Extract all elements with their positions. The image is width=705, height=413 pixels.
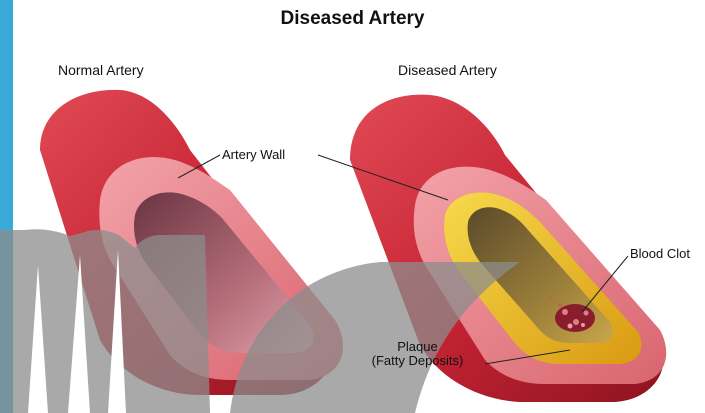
diagram-title: Diseased Artery — [0, 8, 705, 30]
plaque-callout-line1: Plaque — [355, 340, 480, 354]
plaque-callout: Plaque (Fatty Deposits) — [355, 340, 480, 368]
normal-artery-label: Normal Artery — [58, 62, 144, 78]
diseased-artery-label: Diseased Artery — [398, 62, 497, 78]
plaque-callout-line2: (Fatty Deposits) — [355, 354, 480, 368]
blood-clot-callout: Blood Clot — [630, 246, 690, 261]
artery-wall-callout: Artery Wall — [222, 147, 285, 162]
